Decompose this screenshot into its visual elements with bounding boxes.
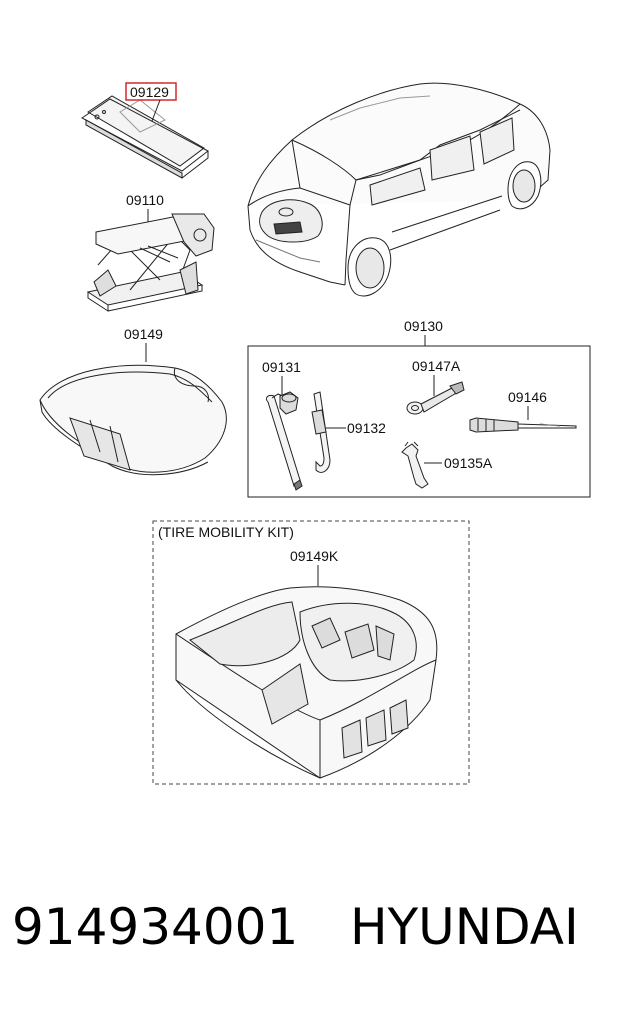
tray-drawing [39, 364, 227, 476]
brand-name: HYUNDAI [350, 898, 579, 956]
mobility-kit-tray-drawing [175, 586, 438, 779]
screwdriver-drawing [469, 417, 577, 433]
spanner-drawing [401, 441, 429, 489]
label-jack: 09110 [126, 192, 164, 208]
label-mobility-tray: 09149K [290, 548, 339, 564]
jack-drawing [86, 213, 215, 312]
label-mobility-box: (TIRE MOBILITY KIT) [158, 524, 294, 540]
part-number: 914934001 [12, 898, 299, 956]
label-mat: 09129 [130, 84, 169, 100]
mat-label-highlight-box [125, 82, 177, 101]
label-toolkit: 09130 [404, 318, 443, 334]
label-wrench: 09131 [262, 359, 301, 375]
eye-bolt-drawing [406, 381, 465, 415]
toolkit-box [247, 345, 591, 498]
label-tray: 09149 [124, 326, 163, 342]
tow-hook-drawing [311, 391, 331, 473]
floor-mat-drawing [81, 95, 209, 179]
tire-mobility-kit-box [152, 520, 470, 785]
label-eyebolt: 09147A [412, 358, 461, 374]
wheel-wrench-drawing [265, 391, 303, 491]
label-hook: 09132 [347, 420, 386, 436]
label-spanner: 09135A [444, 455, 493, 471]
footer: 914934001 HYUNDAI [0, 898, 620, 978]
car-drawing [247, 82, 551, 297]
label-screwdriver: 09146 [508, 389, 547, 405]
